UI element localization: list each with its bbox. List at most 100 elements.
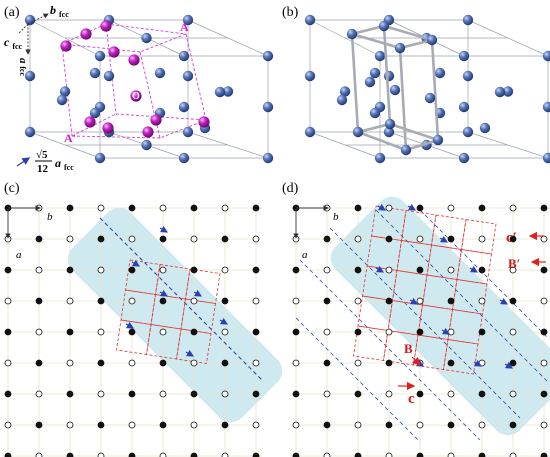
lattice-point-open	[354, 421, 362, 429]
lattice-point-open	[221, 390, 229, 398]
c-a-axis-label: a	[16, 249, 22, 261]
dashed-diagonal	[99, 217, 263, 381]
magenta-atom	[80, 28, 92, 40]
label-c-prime: c′	[506, 230, 517, 246]
lattice-point-filled	[190, 452, 198, 457]
lattice-point-filled	[354, 390, 362, 398]
c-fcc-label: c	[4, 35, 10, 49]
atom	[346, 28, 358, 40]
lattice-point-open	[385, 452, 393, 457]
lattice-point-open	[128, 297, 136, 305]
displacement-arrow	[377, 203, 387, 211]
atom	[458, 50, 470, 62]
lattice-point-filled	[416, 328, 424, 336]
lattice-point-open	[540, 421, 548, 429]
lattice-point-open	[292, 359, 300, 367]
lattice-point-filled	[416, 390, 424, 398]
lattice-point-open	[66, 235, 74, 243]
atom	[56, 94, 68, 106]
lattice-point-open	[252, 235, 260, 243]
lattice-point-filled	[4, 266, 12, 274]
lattice-point-filled	[190, 266, 198, 274]
lattice-point-filled	[35, 235, 43, 243]
displacement-arrow	[219, 317, 229, 325]
tetragonal-cell	[350, 24, 440, 152]
lattice-point-open	[540, 235, 548, 243]
lattice-point-filled	[354, 266, 362, 274]
atom	[94, 152, 106, 164]
atom	[59, 86, 71, 97]
atom	[336, 94, 348, 106]
highlight-region	[67, 207, 283, 423]
lattice-point-filled	[252, 266, 260, 274]
displacement-arrow	[469, 265, 479, 273]
atom	[94, 50, 106, 62]
lattice-point-filled	[509, 235, 517, 243]
lattice-point-open	[35, 266, 43, 274]
atom	[383, 70, 395, 82]
lattice-point-open	[159, 390, 167, 398]
lattice-point-filled	[190, 204, 198, 212]
lattice-point-filled	[478, 204, 486, 212]
lattice-point-filled	[416, 452, 424, 457]
lattice-point-open	[478, 421, 486, 429]
lattice-point-open	[252, 421, 260, 429]
lattice-point-filled	[159, 359, 167, 367]
lattice-point-filled	[292, 328, 300, 336]
lattice-point-open	[66, 297, 74, 305]
magenta-atom	[142, 126, 154, 138]
lattice-point-open	[385, 390, 393, 398]
panel-a-magenta-atoms	[60, 20, 210, 138]
lattice-point-filled	[385, 235, 393, 243]
lattice-point-open	[190, 297, 198, 305]
magenta-dashed-edge	[139, 33, 187, 53]
lattice-point-filled	[190, 390, 198, 398]
lattice-point-open	[190, 421, 198, 429]
lattice-point-filled	[4, 328, 12, 336]
vector-a-subscript: fcc	[64, 163, 74, 172]
atom	[89, 67, 101, 79]
lattice-point-filled	[447, 359, 455, 367]
lattice-point-filled	[509, 297, 517, 305]
lattice-point-filled	[292, 452, 300, 457]
lattice-point-filled	[416, 204, 424, 212]
dashed-diagonal	[375, 209, 549, 383]
atom	[542, 50, 550, 62]
dashed-diagonal	[419, 209, 549, 339]
highlight-region	[330, 196, 550, 436]
magenta-dashed-edge	[71, 113, 117, 137]
lattice-point-open	[447, 266, 455, 274]
atom	[178, 152, 190, 164]
lattice-point-filled	[66, 452, 74, 457]
lattice-point-filled	[128, 204, 136, 212]
lattice-point-filled	[128, 328, 136, 336]
lattice-point-filled	[478, 266, 486, 274]
lattice-point-open	[540, 359, 548, 367]
atom	[394, 42, 406, 54]
dashed-diagonal	[329, 227, 521, 419]
a-fcc-subscript: fcc	[18, 66, 27, 76]
vector-arrow	[16, 157, 31, 167]
lattice-point-filled	[4, 452, 12, 457]
cell-bar	[356, 122, 392, 134]
svg-text:b fcc: b fcc	[50, 3, 69, 19]
cell-bar	[398, 46, 408, 152]
displacement-arrow	[159, 289, 169, 297]
lattice-point-open	[478, 297, 486, 305]
lattice-point-filled	[66, 390, 74, 398]
lattice-point-open	[292, 297, 300, 305]
d-a-axis-label: a	[302, 249, 308, 261]
lattice-point-filled	[478, 452, 486, 457]
lattice-point-filled	[35, 359, 43, 367]
lattice-point-open	[323, 452, 331, 457]
tetragonal-cell-atoms	[346, 20, 444, 156]
lattice-point-filled	[292, 390, 300, 398]
cell-bar	[388, 122, 440, 142]
magenta-atom	[100, 20, 112, 32]
atom	[374, 50, 386, 62]
atom	[462, 126, 474, 138]
magenta-atom	[108, 46, 120, 58]
lattice-point-open	[416, 297, 424, 305]
red-dashed-path	[176, 328, 212, 364]
red-dashed-path	[443, 339, 479, 375]
